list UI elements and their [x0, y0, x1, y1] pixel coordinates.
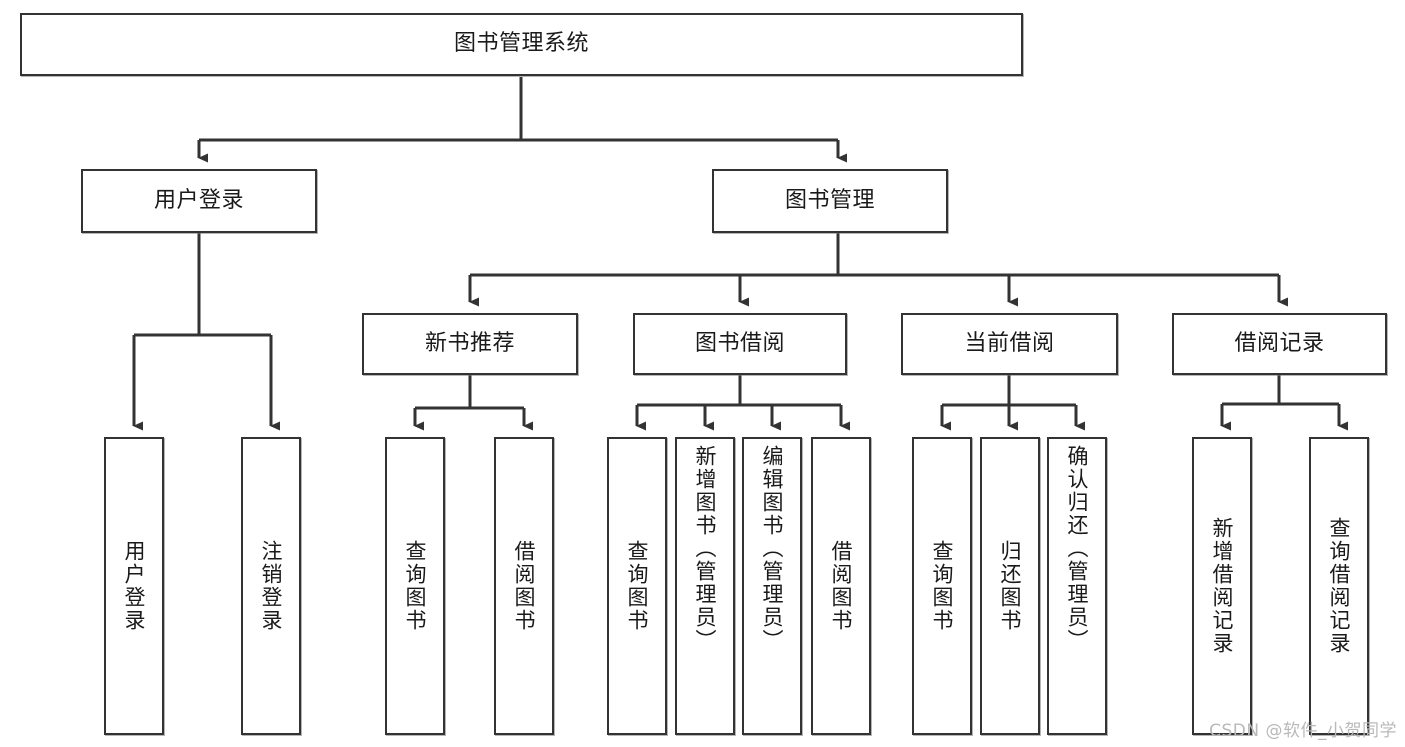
node-current-borrow[interactable]: 当前借阅: [901, 313, 1118, 375]
node-label: 查询图书: [625, 540, 650, 632]
node-label: 查询图书: [403, 540, 428, 632]
node-label: 借阅记录: [1234, 330, 1325, 356]
node-label: 确认归还（管理员）: [1065, 445, 1090, 652]
node-user-login[interactable]: 用户登录: [81, 169, 317, 233]
watermark-text: CSDN @软件_小贺同学: [1209, 721, 1397, 741]
leaf-book-borrow-add-admin[interactable]: 新增图书（管理员）: [675, 437, 735, 735]
node-label: 查询借阅记录: [1327, 517, 1352, 655]
node-label: 借阅图书: [829, 540, 854, 632]
node-label: 图书管理系统: [453, 31, 589, 57]
leaf-current-borrow-return[interactable]: 归还图书: [980, 437, 1040, 735]
node-book-management[interactable]: 图书管理: [712, 169, 948, 233]
leaf-borrow-record-add[interactable]: 新增借阅记录: [1192, 437, 1252, 735]
leaf-user-login-signout[interactable]: 注销登录: [241, 437, 301, 735]
node-label: 新增图书（管理员）: [693, 445, 718, 652]
node-root-system[interactable]: 图书管理系统: [20, 13, 1023, 76]
node-label: 图书管理: [784, 187, 875, 213]
node-label: 图书借阅: [694, 330, 785, 356]
node-label: 归还图书: [998, 540, 1023, 632]
node-label: 注销登录: [259, 540, 284, 632]
node-label: 编辑图书（管理员）: [760, 445, 785, 652]
leaf-book-borrow-query[interactable]: 查询图书: [607, 437, 667, 735]
leaf-new-book-borrow[interactable]: 借阅图书: [494, 437, 554, 735]
node-label: 新增借阅记录: [1210, 517, 1235, 655]
leaf-new-book-query[interactable]: 查询图书: [385, 437, 445, 735]
node-label: 借阅图书: [512, 540, 537, 632]
node-label: 新书推荐: [424, 330, 515, 356]
leaf-book-borrow-borrow[interactable]: 借阅图书: [811, 437, 871, 735]
node-label: 查询图书: [930, 540, 955, 632]
leaf-current-borrow-confirm-admin[interactable]: 确认归还（管理员）: [1047, 437, 1107, 735]
leaf-book-borrow-edit-admin[interactable]: 编辑图书（管理员）: [742, 437, 802, 735]
leaf-user-login-signin[interactable]: 用户登录: [104, 437, 164, 735]
node-label: 用户登录: [122, 540, 147, 632]
node-label: 当前借阅: [964, 330, 1055, 356]
leaf-borrow-record-query[interactable]: 查询借阅记录: [1309, 437, 1369, 735]
node-book-borrow[interactable]: 图书借阅: [633, 313, 847, 375]
node-label: 用户登录: [153, 187, 244, 213]
node-borrow-record[interactable]: 借阅记录: [1172, 313, 1387, 375]
leaf-current-borrow-query[interactable]: 查询图书: [912, 437, 972, 735]
node-new-book-recommend[interactable]: 新书推荐: [362, 313, 578, 375]
